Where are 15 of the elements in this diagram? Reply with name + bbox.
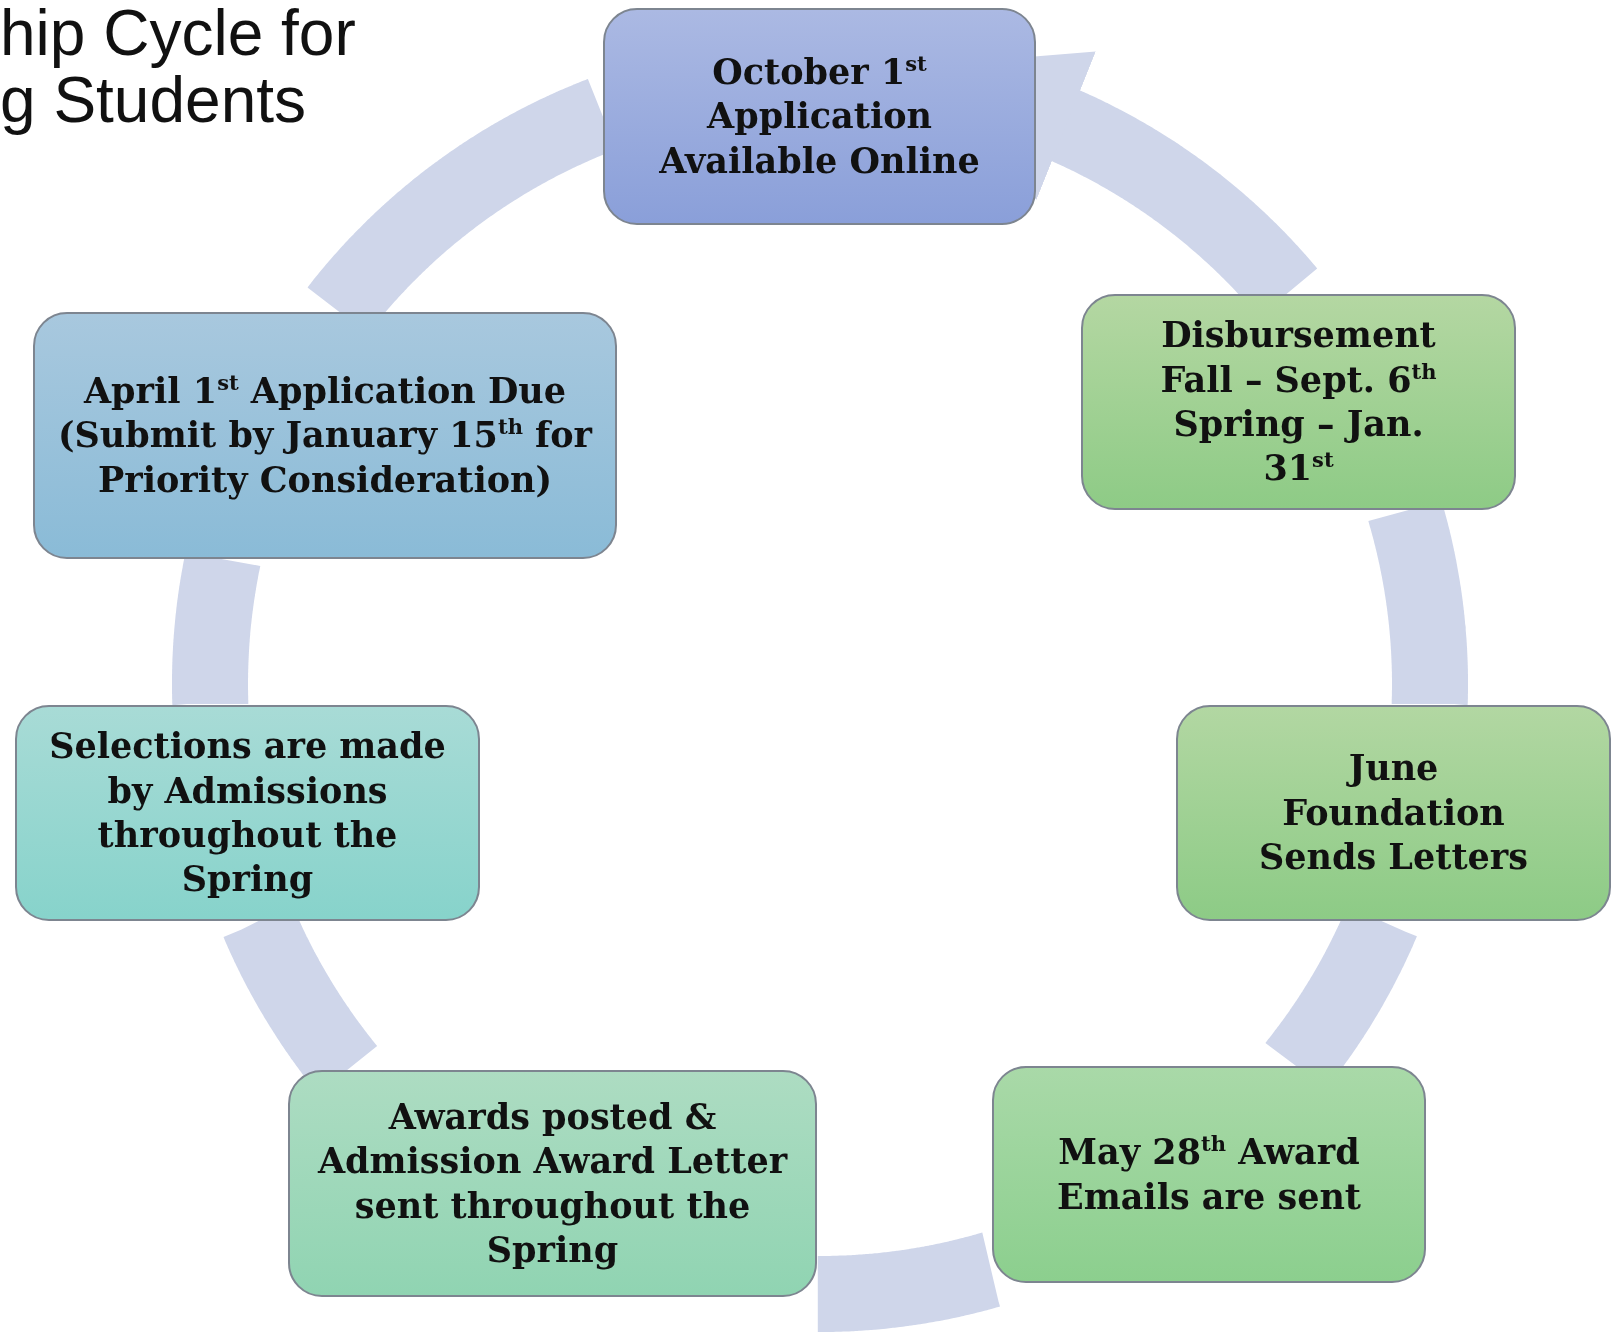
stage-text: May 28$^{th}$ Award Emails are sent bbox=[1056, 1130, 1362, 1219]
title: hip Cycle for g Students bbox=[0, 0, 357, 135]
stage-text: Awards posted & Admission Award Letter sent throughout the Spring bbox=[316, 1094, 789, 1272]
stage-text: Disbursement Fall – Sept. 6$^{th}$ Spring – Jan. 31$^{st}$ bbox=[1159, 313, 1438, 491]
stage-text: June Foundation Sends Letters bbox=[1258, 746, 1529, 880]
stage-text: Selections are made by Admissions throughout the Spring bbox=[48, 724, 447, 902]
stage-box bbox=[288, 1070, 817, 1297]
stage-box bbox=[33, 312, 617, 559]
stage-box bbox=[1176, 705, 1611, 921]
stage-box bbox=[1081, 294, 1516, 510]
stage-text: April 1$^{st}$ Application Due (Submit by January 15$^{th}$ for Priority Consideration) bbox=[57, 368, 594, 502]
stage-box bbox=[992, 1066, 1426, 1283]
stage-text: October 1$^{st}$ Application Available Online bbox=[658, 49, 981, 183]
stage-box bbox=[603, 8, 1036, 225]
stage-box bbox=[15, 705, 480, 921]
